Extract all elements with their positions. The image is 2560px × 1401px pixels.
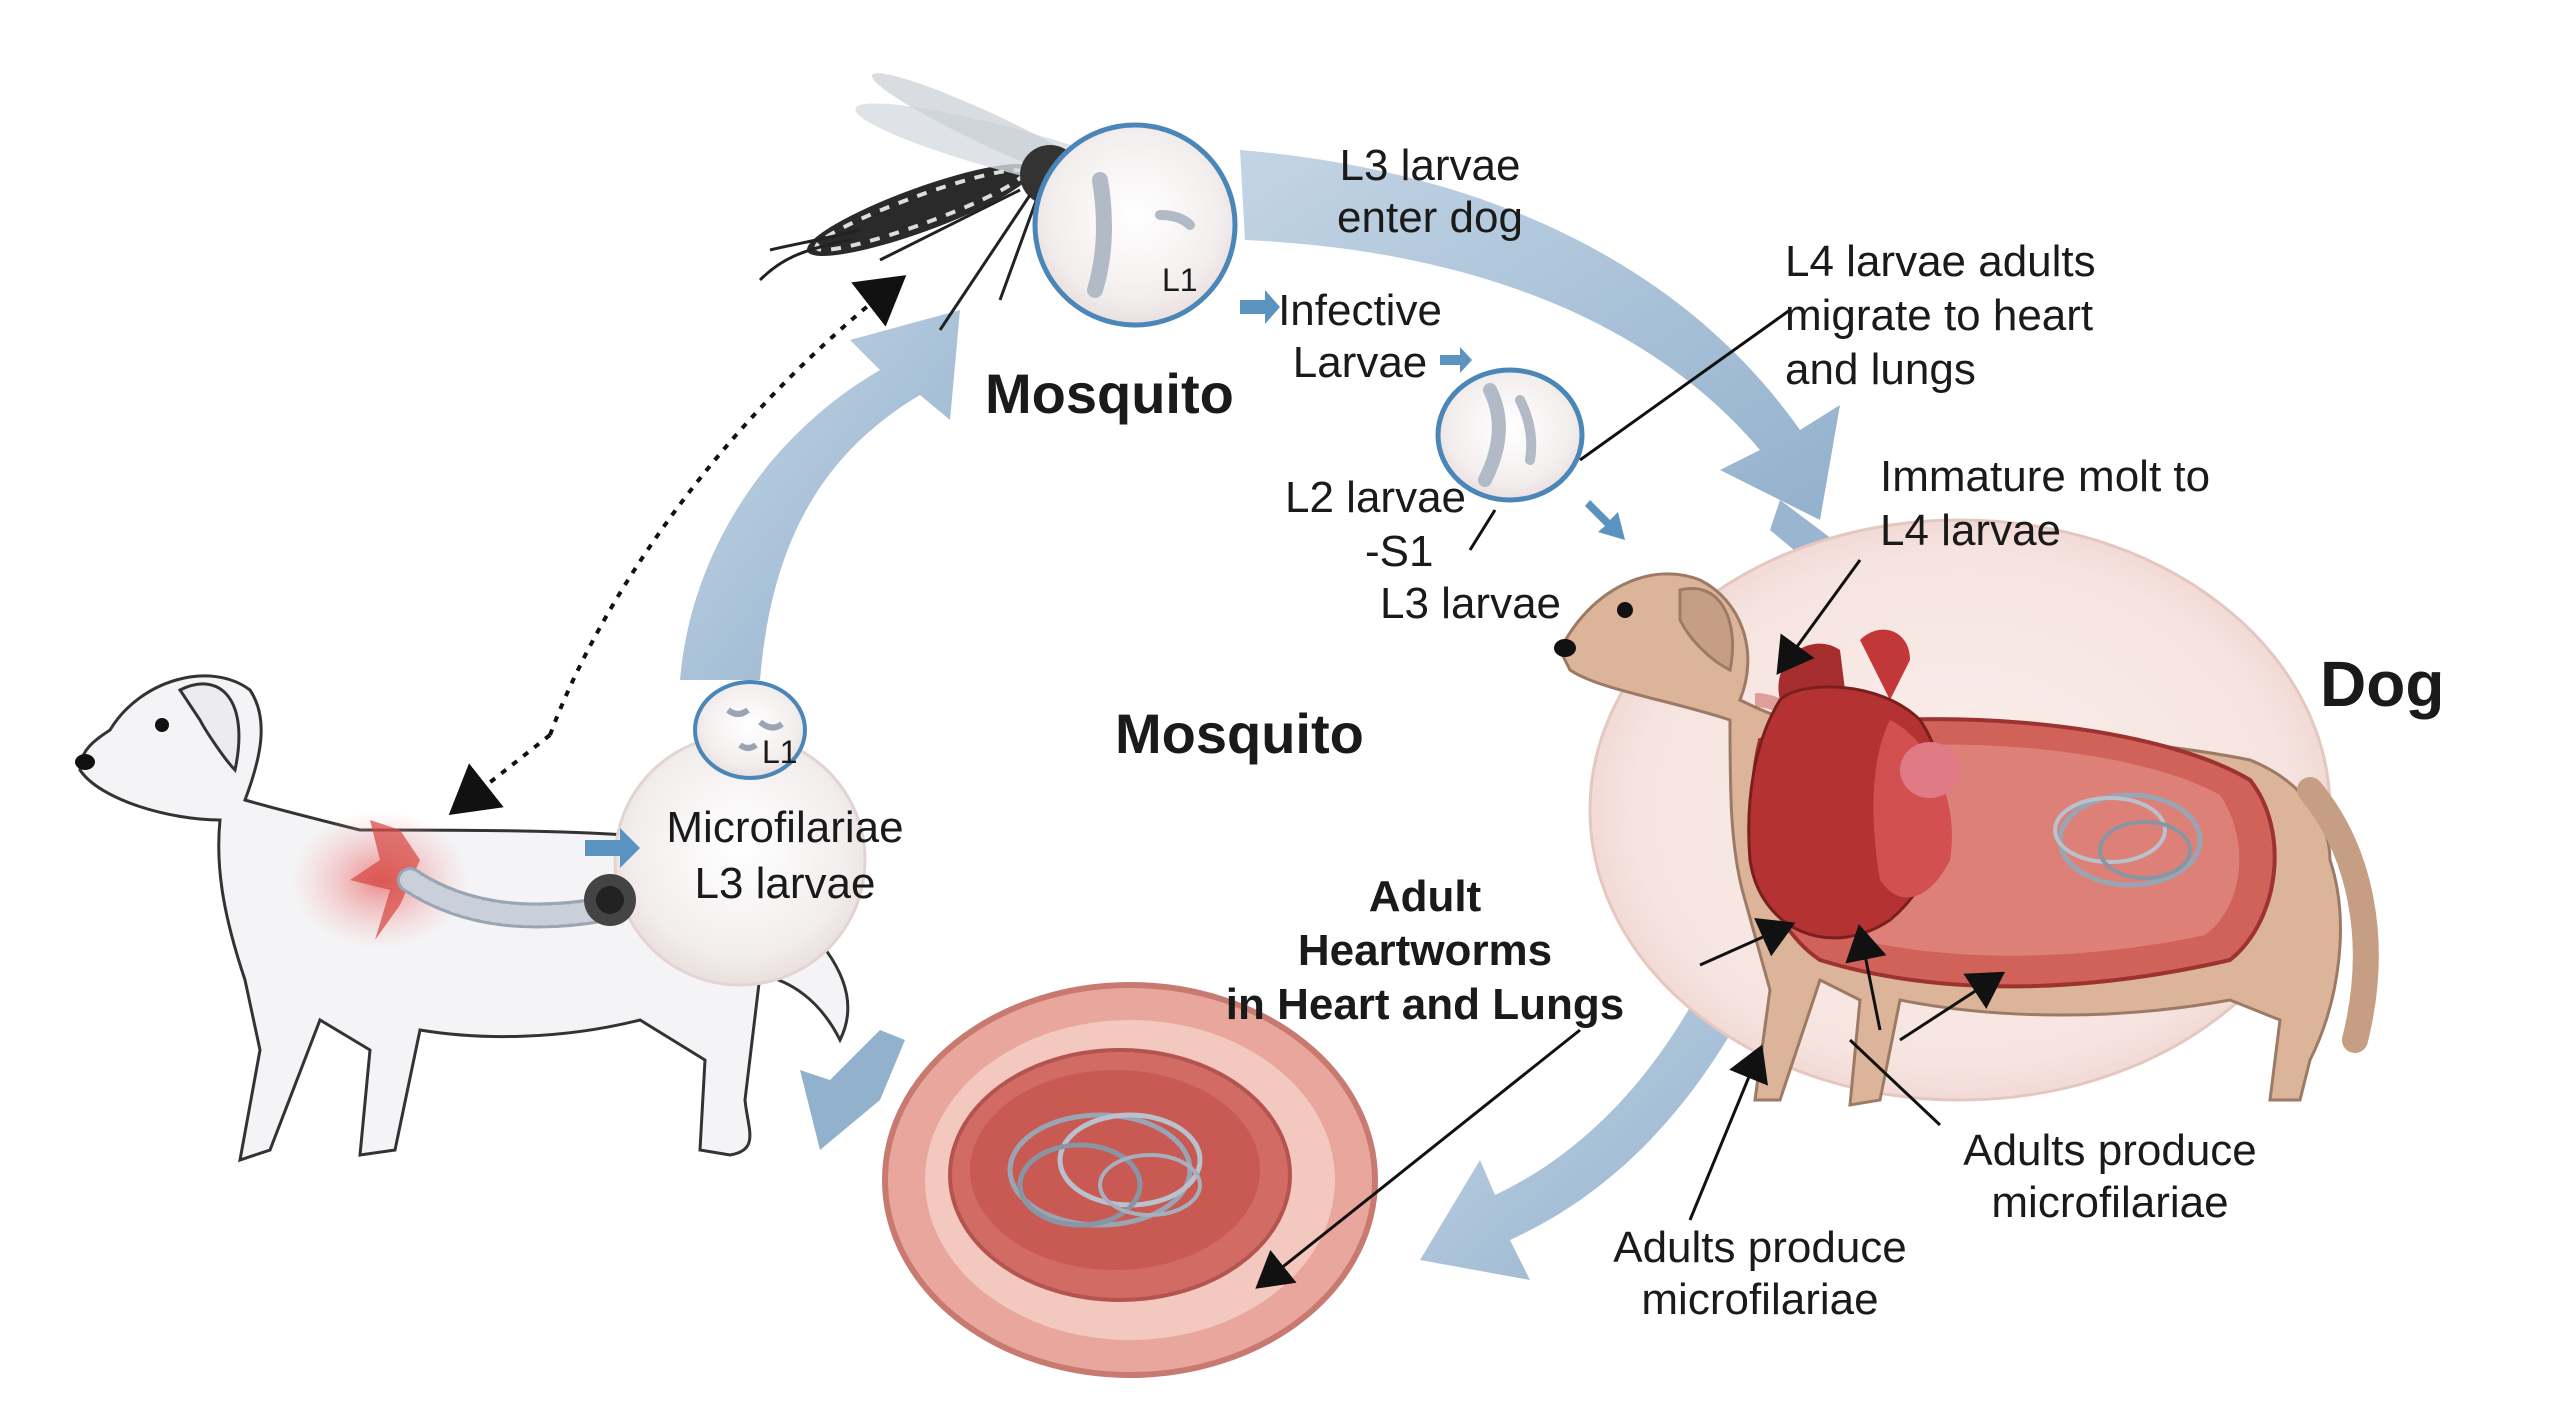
label-adult-heartworms-line2: Heartworms xyxy=(1297,926,1553,975)
label-l3-enter-dog: L3 larvae enter dog xyxy=(1300,140,1560,244)
cycle-arrow-bottom-left xyxy=(800,1030,905,1150)
label-adult-heartworms-line1: Adult xyxy=(1368,872,1482,921)
label-adults-produce-bottom-line2: microfilariae xyxy=(1641,1275,1879,1324)
small-arrow-microfilariae xyxy=(585,828,640,868)
label-s1: -S1 xyxy=(1365,527,1434,576)
label-microfilariae-line1: Microfilariae xyxy=(666,803,904,852)
label-l1-left: L1 xyxy=(762,734,798,770)
leader-heart-1 xyxy=(1699,917,1796,967)
label-immature-molt-line2: L4 larvae xyxy=(1880,506,2062,555)
artery-cross-section xyxy=(882,982,1378,1378)
label-adults-produce-right: Adults produce microfilariae xyxy=(1930,1125,2290,1229)
label-dog: Dog xyxy=(2320,648,2445,720)
cycle-arrow-right-down xyxy=(1420,970,1760,1280)
small-arrow-infective xyxy=(1240,290,1280,324)
label-l3-larvae: L3 larvae xyxy=(1380,579,1562,628)
label-infective-line1: Infective xyxy=(1278,286,1442,335)
transmission-dotted-arrow-2 xyxy=(448,733,552,815)
label-adult-heartworms: Adult Heartworms in Heart and Lungs xyxy=(1215,870,1635,1032)
microfilariae-bubble xyxy=(584,733,867,987)
label-adults-produce-bottom: Adults produce microfilariae xyxy=(1590,1222,1930,1326)
label-adults-produce-right-line2: microfilariae xyxy=(1991,1178,2229,1227)
label-adults-produce-bottom-line1: Adults produce xyxy=(1613,1223,1907,1272)
label-l4-migrate: L4 larvae adults migrate to heart and lu… xyxy=(1785,235,2165,397)
leader-l4-migrate xyxy=(1579,308,1791,462)
label-mosquito-center: Mosquito xyxy=(1115,702,1364,765)
worm-icon xyxy=(2053,792,2203,888)
small-arrow-larvae xyxy=(1440,347,1472,373)
label-microfilariae-l3: Microfilariae L3 larvae xyxy=(640,800,930,912)
label-microfilariae-line2: L3 larvae xyxy=(694,859,876,908)
label-immature-molt-line1: Immature molt to xyxy=(1880,452,2211,501)
label-mosquito-top: Mosquito xyxy=(985,362,1234,425)
cycle-arrow-top-right xyxy=(1240,150,1840,520)
leader-adults-right xyxy=(1848,1038,1942,1127)
label-infective-larvae: Infective Larvae xyxy=(1240,285,1480,389)
cycle-arrow-left-up xyxy=(680,310,960,680)
l1-bubble-top xyxy=(1032,122,1238,328)
label-l4-migrate-line3: and lungs xyxy=(1785,345,1976,394)
label-l3-enter-dog-line1: L3 larvae xyxy=(1339,141,1521,190)
heart-icon xyxy=(1747,629,1960,940)
label-l1-top: L1 xyxy=(1162,262,1198,298)
label-adults-produce-right-line1: Adults produce xyxy=(1963,1126,2257,1175)
leader-heart-2 xyxy=(1845,924,1887,1031)
leader-immature xyxy=(1776,559,1862,675)
l1-bubble-left xyxy=(693,680,807,780)
label-l2-larvae: L2 larvae xyxy=(1285,473,1467,522)
leader-adults-bottom xyxy=(1688,1044,1768,1221)
leader-adult-heartworms xyxy=(1255,1028,1581,1289)
label-l3-enter-dog-line2: enter dog xyxy=(1337,193,1523,242)
label-adult-heartworms-line3: in Heart and Lungs xyxy=(1225,980,1625,1029)
label-l4-migrate-line2: migrate to heart xyxy=(1785,291,2094,340)
leader-lines xyxy=(1255,308,2006,1289)
leader-l2 xyxy=(1468,509,1497,551)
l2-bubble xyxy=(1435,367,1585,503)
small-arrow-l2 xyxy=(1585,500,1625,540)
worm-tangle xyxy=(1007,1112,1203,1228)
left-dog xyxy=(75,674,850,1163)
label-infective-line2: Larvae xyxy=(1292,338,1428,387)
label-l4-migrate-line1: L4 larvae adults xyxy=(1785,237,2096,286)
leader-adults-right-2 xyxy=(1899,971,2006,1042)
label-immature-molt: Immature molt to L4 larvae xyxy=(1880,450,2210,558)
